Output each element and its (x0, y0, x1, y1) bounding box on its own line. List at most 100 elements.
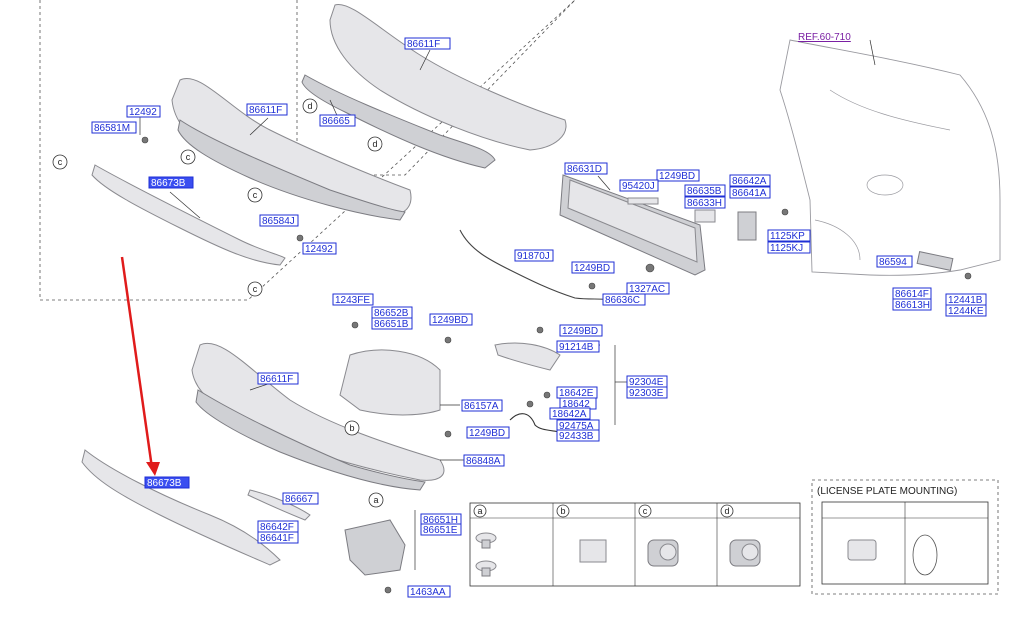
svg-text:a: a (373, 495, 378, 505)
part-label-86673b-top[interactable]: 86673B (148, 176, 194, 189)
part-label-1249bd-b[interactable]: 1249BD (571, 261, 615, 274)
callout-b: b (344, 420, 360, 436)
part-label-12441b[interactable]: 12441B (945, 293, 987, 306)
part-label-86614f[interactable]: 86614F (892, 287, 932, 300)
part-label-86581m[interactable]: 86581M (91, 121, 137, 134)
bracket-86642a (737, 211, 757, 241)
trim-strip-86667 (247, 489, 311, 521)
part-label-86611f-b[interactable]: 86611F (246, 103, 288, 116)
svg-text:1125KP: 1125KP (770, 231, 805, 242)
quarter-panel (779, 39, 1001, 276)
part-label-91870j[interactable]: 91870J (514, 249, 554, 262)
bumper-cover-main (191, 342, 445, 491)
svg-text:86651E: 86651E (423, 525, 458, 536)
part-label-86611f-c[interactable]: 86611F (257, 372, 299, 385)
part-label-86594[interactable]: 86594 (876, 255, 913, 268)
callout-d-1: d (302, 98, 318, 114)
part-label-12492-b[interactable]: 12492 (302, 242, 337, 255)
svg-text:b: b (349, 423, 354, 433)
svg-text:86611F: 86611F (407, 39, 440, 50)
annotation-arrow (120, 256, 154, 469)
ref-label[interactable]: REF.60-710 (798, 32, 851, 43)
svg-text:12441B: 12441B (948, 295, 983, 306)
part-label-86848a[interactable]: 86848A (463, 454, 505, 467)
svg-text:1327AC: 1327AC (629, 284, 665, 295)
svg-text:86642A: 86642A (732, 176, 767, 187)
part-label-86635b[interactable]: 86635B (684, 184, 726, 197)
part-label-86641a[interactable]: 86641A (729, 186, 771, 199)
svg-text:(LICENSE PLATE MOUNTING): (LICENSE PLATE MOUNTING) (817, 486, 957, 497)
svg-text:REF.60-710: REF.60-710 (798, 32, 851, 43)
upper-left-dashed-frame (39, 0, 576, 301)
part-label-1249bd-d[interactable]: 1249BD (559, 324, 603, 337)
callout-c-4: c (247, 281, 263, 297)
svg-text:92475A: 92475A (559, 421, 594, 432)
part-label-1244ke[interactable]: 1244KE (945, 304, 987, 317)
part-label-86642f[interactable]: 86642F (257, 520, 299, 533)
part-label-92433b[interactable]: 92433B (556, 429, 600, 442)
svg-text:c: c (186, 152, 191, 162)
part-label-86584j[interactable]: 86584J (259, 214, 299, 227)
svg-text:86652B: 86652B (374, 308, 409, 319)
part-label-86633h[interactable]: 86633H (684, 196, 726, 209)
svg-text:86642F: 86642F (260, 522, 294, 533)
svg-text:1243FE: 1243FE (335, 295, 370, 306)
part-label-1125kj[interactable]: 1125KJ (767, 241, 811, 254)
svg-text:86584J: 86584J (262, 216, 295, 227)
svg-text:d: d (372, 139, 377, 149)
part-label-1463aa[interactable]: 1463AA (407, 585, 451, 598)
reflex-lamp (494, 342, 561, 371)
svg-text:92433B: 92433B (559, 431, 594, 442)
svg-text:91214B: 91214B (559, 342, 594, 353)
svg-text:86641A: 86641A (732, 188, 767, 199)
svg-text:1244KE: 1244KE (948, 306, 984, 317)
svg-text:86636C: 86636C (605, 295, 640, 306)
reflector-86594 (916, 251, 954, 271)
bumper-cover-upper-inset (301, 3, 567, 169)
svg-text:86581M: 86581M (94, 123, 130, 134)
part-label-86157a[interactable]: 86157A (461, 399, 503, 412)
annotation-arrowhead (146, 462, 160, 476)
part-label-18642e[interactable]: 18642E (556, 386, 598, 399)
part-label-12492-a[interactable]: 12492 (126, 105, 161, 118)
part-label-92303e[interactable]: 92303E (626, 386, 668, 399)
callout-c-1: c (52, 154, 68, 170)
svg-text:92304E: 92304E (629, 377, 664, 388)
part-label-1327ac[interactable]: 1327AC (626, 282, 670, 295)
svg-text:1125KJ: 1125KJ (770, 243, 803, 254)
svg-text:b: b (560, 506, 565, 516)
bumper-cover-inset (171, 77, 412, 221)
svg-text:91870J: 91870J (517, 251, 550, 262)
svg-text:c: c (58, 157, 63, 167)
part-label-1249bd-e[interactable]: 1249BD (466, 426, 510, 439)
part-label-86651b[interactable]: 86651B (371, 317, 413, 330)
part-label-86641f[interactable]: 86641F (257, 531, 299, 544)
part-label-86611f-a[interactable]: 86611F (404, 37, 451, 50)
svg-text:86611F: 86611F (260, 374, 293, 385)
part-label-1125kp[interactable]: 1125KP (767, 229, 811, 242)
svg-text:1249BD: 1249BD (562, 326, 598, 337)
part-label-86642a[interactable]: 86642A (729, 174, 771, 187)
callout-c-2: c (180, 149, 196, 165)
part-label-1243fe[interactable]: 1243FE (332, 293, 374, 306)
part-label-86613h[interactable]: 86613H (892, 298, 932, 311)
part-label-1249bd-a[interactable]: 1249BD (656, 169, 700, 182)
svg-text:a: a (477, 506, 482, 516)
part-label-91214b[interactable]: 91214B (556, 340, 600, 353)
fastener-table: a b c d (469, 502, 801, 587)
part-label-95420j[interactable]: 95420J (619, 179, 659, 192)
part-label-92304e[interactable]: 92304E (626, 375, 668, 388)
part-label-86651e[interactable]: 86651E (420, 523, 462, 536)
svg-text:12492: 12492 (305, 244, 333, 255)
part-label-86636c[interactable]: 86636C (602, 293, 646, 306)
part-label-86673b-bot[interactable]: 86673B (144, 476, 190, 489)
part-label-86667[interactable]: 86667 (282, 492, 319, 505)
part-label-86652b[interactable]: 86652B (371, 306, 413, 319)
svg-text:86631D: 86631D (567, 164, 602, 175)
part-label-86631d[interactable]: 86631D (564, 162, 608, 175)
part-label-18642a[interactable]: 18642A (549, 407, 591, 420)
part-label-86665[interactable]: 86665 (319, 114, 356, 127)
svg-text:92303E: 92303E (629, 388, 664, 399)
part-label-1249bd-c[interactable]: 1249BD (429, 313, 473, 326)
